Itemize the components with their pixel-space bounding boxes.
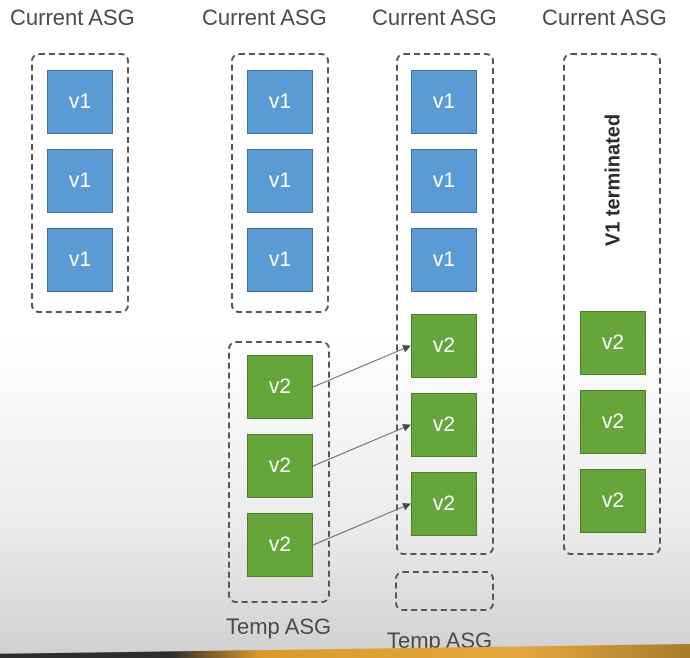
temp-asg-label-2: Temp ASG (226, 614, 332, 639)
column-4-title: Current ASG (542, 5, 667, 30)
column-2-title: Current ASG (202, 5, 327, 30)
instance-v2: v2 (411, 314, 477, 378)
instance-v1: v1 (47, 149, 113, 213)
instance-v2: v2 (411, 472, 477, 536)
migration-arrow-3 (312, 503, 411, 546)
instance-v2: v2 (580, 469, 646, 533)
temp-asg-empty-group-3 (395, 571, 494, 611)
migration-arrow-1 (312, 345, 411, 388)
instance-v1: v1 (247, 70, 313, 134)
migration-arrow-2 (312, 424, 411, 467)
instance-v2: v2 (411, 393, 477, 457)
column-3-title: Current ASG (372, 5, 497, 30)
instance-v2: v2 (580, 390, 646, 454)
temp-asg-group-2 (228, 341, 330, 603)
current-asg-group-1 (31, 53, 129, 313)
instance-v1: v1 (47, 70, 113, 134)
instance-v2: v2 (247, 355, 313, 419)
instance-v2: v2 (580, 311, 646, 375)
instance-v1: v1 (247, 228, 313, 292)
current-asg-group-3 (396, 53, 494, 555)
instance-v1: v1 (411, 70, 477, 134)
column-1-title: Current ASG (10, 5, 135, 30)
instance-v1: v1 (411, 228, 477, 292)
instance-v1: v1 (411, 149, 477, 213)
instance-v1: v1 (47, 228, 113, 292)
instance-v1: v1 (247, 149, 313, 213)
current-asg-group-4 (563, 53, 661, 555)
instance-v2: v2 (247, 434, 313, 498)
instance-v2: v2 (247, 513, 313, 577)
current-asg-group-2 (231, 53, 329, 313)
